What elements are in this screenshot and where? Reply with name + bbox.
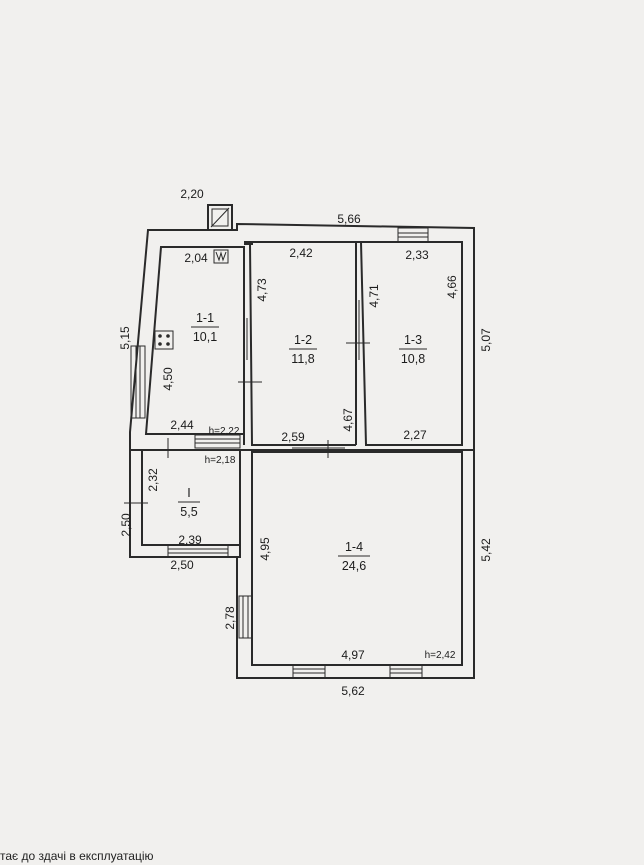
dim-1-4-left: 4,95 [258, 537, 272, 561]
room-1-4-outer-wall [236, 449, 475, 679]
room-1-3: 1-3 10,8 [399, 333, 427, 366]
dim-vestibule-outer: 2,50 [119, 513, 133, 537]
vent-icon [213, 249, 229, 264]
dim-1-2-right: 4,71 [367, 284, 381, 308]
dim-1-4-left-lower: 2,78 [223, 606, 237, 630]
window-vestibule-bottom [167, 544, 229, 558]
room-vestibule: I 5,5 [178, 486, 200, 519]
room-area: 10,1 [193, 330, 217, 344]
room-area: 5,5 [180, 505, 197, 519]
dim-1-1-height: h=2,22 [209, 426, 240, 437]
room-id: 1-2 [294, 333, 312, 347]
dim-vestibule-bottom-inner: 2,39 [178, 533, 202, 547]
room-labels: 1-1 10,1 1-2 11,8 1-3 10,8 1-4 24,6 I 5,… [178, 311, 427, 573]
partition-1-2-left [249, 243, 356, 446]
dim-1-4-bottom: 4,97 [341, 648, 365, 662]
dim-1-2-left: 4,73 [255, 278, 269, 302]
dim-chimney-width: 2,20 [180, 187, 204, 201]
dim-1-3-right: 4,66 [445, 275, 459, 299]
dim-1-4-height: h=2,42 [425, 650, 456, 661]
dim-1-4-top-left: 2,59 [281, 430, 305, 444]
window-1-4-left [238, 595, 253, 639]
window-top-1-3 [397, 227, 429, 243]
room-id: 1-4 [345, 540, 363, 554]
room-area: 11,8 [291, 352, 314, 366]
window-1-4-bottom-right [389, 664, 423, 679]
dim-1-3-top: 2,33 [405, 248, 429, 262]
room-1-1: 1-1 10,1 [191, 311, 219, 344]
doors [124, 300, 370, 504]
room-area: 10,8 [401, 352, 425, 366]
window-1-4-bottom-left [292, 664, 326, 679]
dim-left-outer: 5,15 [118, 326, 132, 350]
dim-1-2-top: 2,42 [289, 246, 313, 260]
dim-1-1-top: 2,04 [184, 251, 208, 265]
dim-vestibule-side: 2,32 [146, 468, 160, 492]
dim-vestibule-bottom-outer: 2,50 [170, 558, 194, 572]
walls [129, 222, 475, 679]
dim-1-1-bottom: 2,44 [170, 418, 194, 432]
window-vestibule-top [194, 434, 241, 449]
dimension-labels: 2,20 5,66 2,04 2,42 2,33 5,15 4,50 4,73 … [118, 187, 493, 698]
room-1-4: 1-4 24,6 [338, 540, 370, 573]
dim-top-outer: 5,66 [337, 212, 361, 226]
stove-icon [154, 330, 174, 350]
room-1-2: 1-2 11,8 [289, 333, 317, 366]
room-id: 1-3 [404, 333, 422, 347]
main-outer-wall [129, 222, 475, 451]
footer-text: тає до здачі в експлуатацію [0, 849, 154, 863]
dim-1-1-inner-side: 4,50 [161, 367, 175, 391]
windows [130, 227, 429, 679]
dim-1-4-top-right: 2,27 [403, 428, 427, 442]
dim-bottom-outer: 5,62 [341, 684, 365, 698]
room-id: I [187, 486, 190, 500]
dim-right-outer-bottom: 5,42 [479, 538, 493, 562]
dim-right-outer-top: 5,07 [479, 328, 493, 352]
dim-vestibule-height: h=2,18 [205, 455, 236, 466]
window-left-1-1 [130, 345, 146, 419]
room-1-4-inner-wall [251, 451, 463, 666]
room-area: 24,6 [342, 559, 366, 573]
chimney [207, 204, 233, 231]
room-id: 1-1 [196, 311, 214, 325]
dim-1-2-bottom: 4,67 [341, 408, 355, 432]
